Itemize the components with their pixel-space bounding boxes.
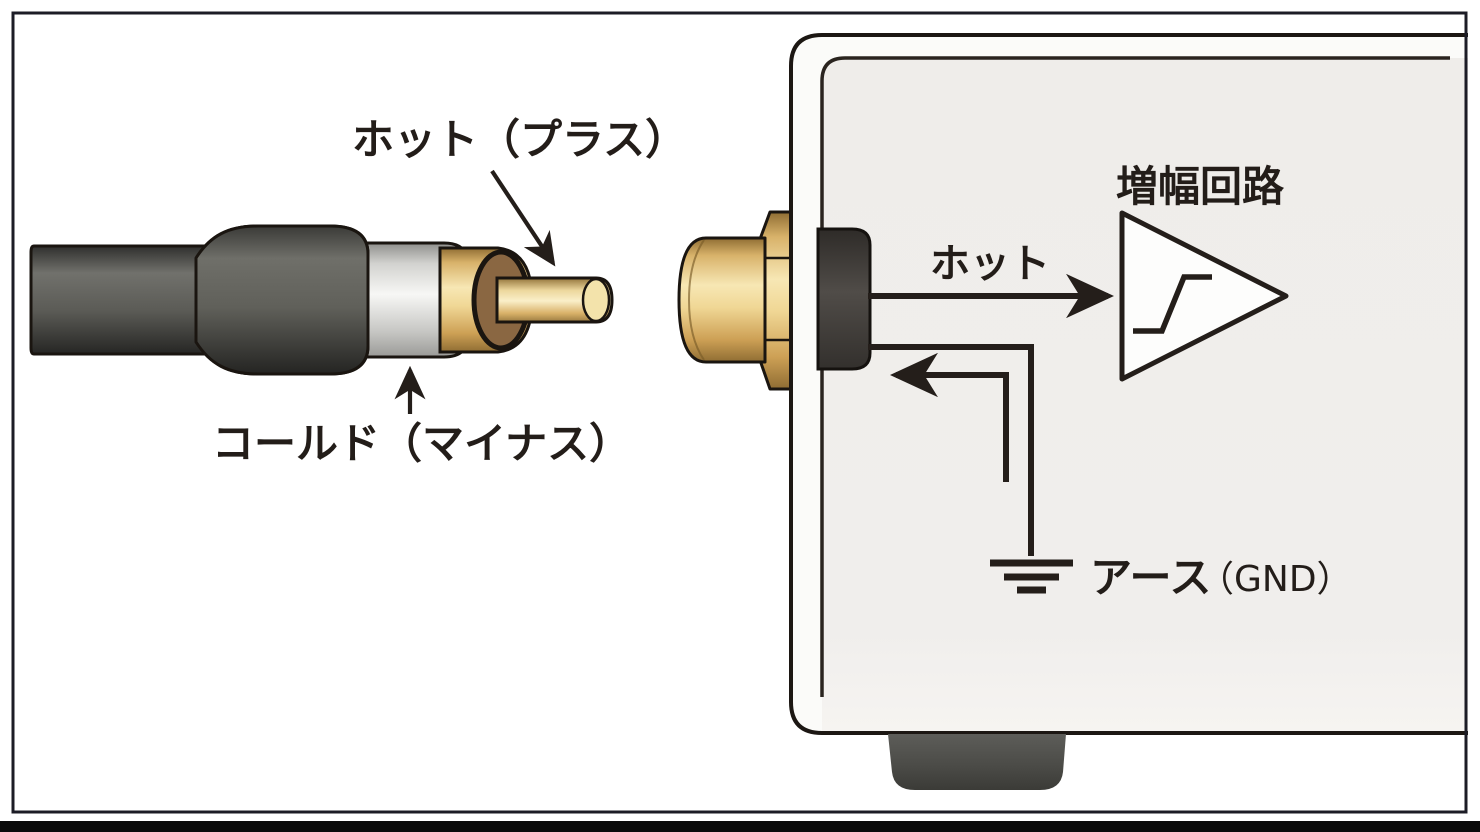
amplifier-step-curve <box>1133 274 1212 334</box>
device-chassis <box>751 33 1468 790</box>
label-cold-minus: コールド（マイナス） <box>212 419 631 468</box>
rca-plug <box>29 224 614 376</box>
plug-body-shade <box>194 224 370 376</box>
label-hot-plus: ホット（プラス） <box>352 115 687 164</box>
outer-frame <box>11 11 1468 814</box>
chassis-inner-line <box>820 56 1450 697</box>
jack-inner-block <box>816 227 872 371</box>
chassis-interior <box>822 58 1468 731</box>
earth-ground-icon <box>990 559 1073 594</box>
internal-wiring <box>868 273 1114 556</box>
ground-return-arrow <box>890 352 1009 482</box>
amplifier-triangle-icon <box>1119 210 1289 382</box>
label-pointer-arrows <box>394 169 556 414</box>
label-amp-circuit: 増幅回路 <box>1116 162 1285 211</box>
rca-jack <box>677 227 872 371</box>
ground-wire <box>868 344 1034 556</box>
bottom-bar <box>0 821 1480 832</box>
label-earth-gnd: （GND） <box>1198 559 1353 600</box>
label-hot: ホット <box>930 241 1050 287</box>
hot-pin-pointer-arrow <box>490 169 556 267</box>
device-foot <box>888 734 1066 790</box>
jack-barrel-face-line <box>687 239 705 361</box>
jack-barrel <box>677 236 767 364</box>
label-earth: アース <box>1090 553 1211 602</box>
plug-pin-tip <box>581 277 611 323</box>
plug-cable <box>29 244 242 356</box>
